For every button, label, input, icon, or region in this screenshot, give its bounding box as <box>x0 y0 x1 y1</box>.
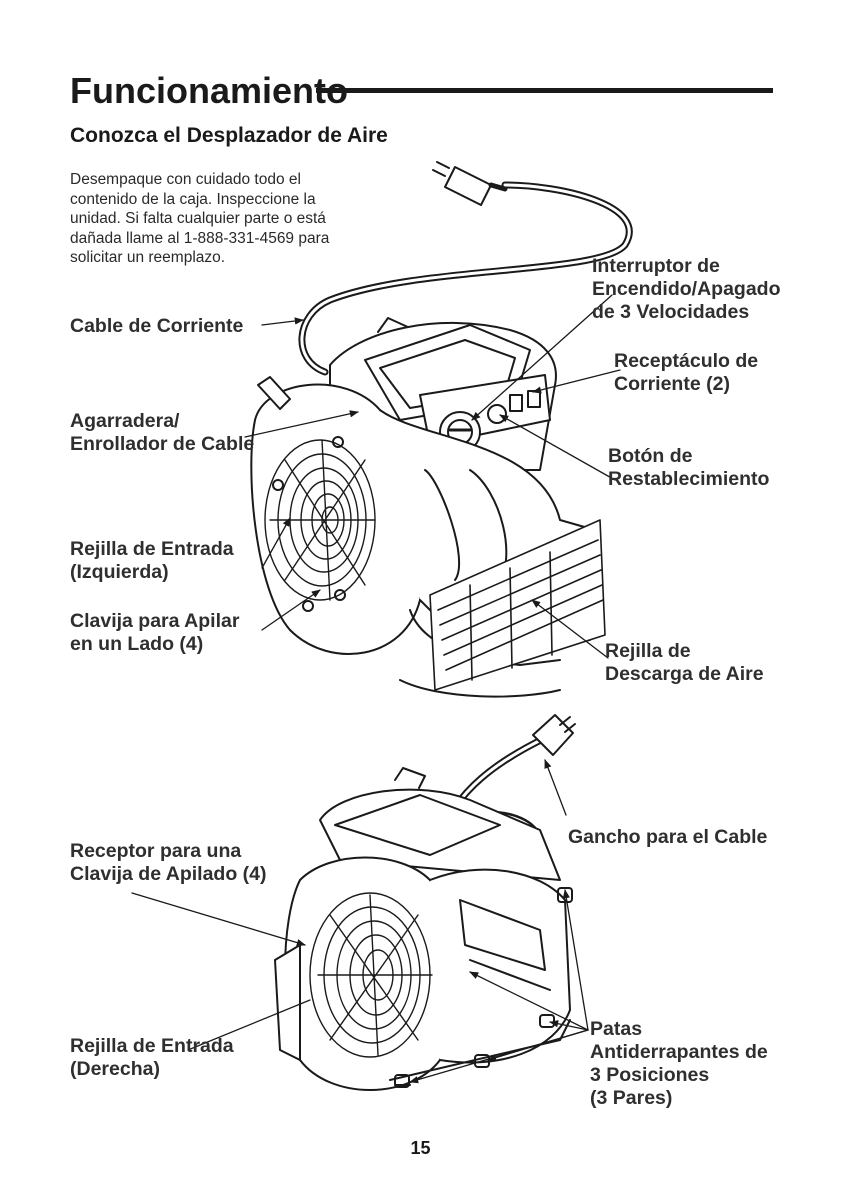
label-power-cord: Cable de Corriente <box>70 315 243 338</box>
label-line: Gancho para el Cable <box>568 826 768 848</box>
label-intake-grille-right: Rejilla de Entrada (Derecha) <box>70 1035 234 1081</box>
label-stack-receptor: Receptor para una Clavija de Apilado (4) <box>70 840 267 886</box>
label-line: Restablecimiento <box>608 468 770 490</box>
label-line: Descarga de Aire <box>605 663 764 685</box>
label-line: Interruptor de <box>592 255 720 277</box>
intake-grille-left <box>264 439 376 601</box>
label-line: 3 Posiciones <box>590 1064 710 1086</box>
label-anti-skid-feet: Patas Antiderrapantes de 3 Posiciones (3… <box>590 1018 768 1110</box>
page-title: Funcionamiento <box>70 70 348 111</box>
label-line: Antiderrapantes de <box>590 1041 768 1063</box>
intro-line: Desempaque con cuidado todo el <box>70 171 301 188</box>
intro-line: dañada llame al 1-888-331-4569 para <box>70 229 330 247</box>
label-line: (Izquierda) <box>70 561 169 583</box>
intro-line: solicitar un reemplazo. <box>70 249 226 266</box>
discharge-grille <box>429 519 606 691</box>
label-line: Encendido/Apagado <box>592 278 781 300</box>
label-line: Botón de <box>608 445 693 467</box>
label-line: Clavija de Apilado (4) <box>70 863 267 885</box>
callout-leaders-figure-1 <box>244 294 621 659</box>
label-power-switch: Interruptor de Encendido/Apagado de 3 Ve… <box>592 255 781 324</box>
title-rule <box>316 88 773 93</box>
label-line: Agarradera/ <box>70 410 180 432</box>
callout-leaders-figure-2 <box>131 759 589 1084</box>
label-line: Rejilla de Entrada <box>70 538 234 560</box>
label-line: Patas <box>590 1018 643 1040</box>
label-outlet: Receptáculo de Corriente (2) <box>614 350 758 396</box>
label-line: Cable de Corriente <box>70 315 244 337</box>
air-mover-rear-illustration <box>274 714 576 1091</box>
label-discharge-grille: Rejilla de Descarga de Aire <box>605 640 764 686</box>
intro-line: contenido de la caja. Inspeccione la <box>70 190 316 208</box>
label-line: en un Lado (4) <box>70 633 204 655</box>
label-handle-cord-wrap: Agarradera/ Enrollador de Cable <box>70 410 254 456</box>
intro-line: unidad. Si falta cualquier parte o está <box>70 210 326 227</box>
intake-grille-right <box>309 892 433 1058</box>
label-line: Enrollador de Cable <box>70 433 255 455</box>
air-mover-front-illustration <box>250 161 633 698</box>
power-cord-drawing <box>298 161 633 376</box>
label-line: Clavija para Apilar <box>70 610 240 632</box>
page-number: 15 <box>410 1138 431 1158</box>
label-reset-button: Botón de Restablecimiento <box>608 445 769 491</box>
label-stack-peg: Clavija para Apilar en un Lado (4) <box>70 610 239 656</box>
label-line: de 3 Velocidades <box>592 301 750 323</box>
label-line: (Derecha) <box>70 1058 160 1080</box>
label-line: Rejilla de Entrada <box>70 1035 234 1057</box>
label-intake-grille-left: Rejilla de Entrada (Izquierda) <box>70 538 234 584</box>
label-line: Receptor para una <box>70 840 242 862</box>
label-line: (3 Pares) <box>590 1087 673 1109</box>
label-cord-hook: Gancho para el Cable <box>568 826 767 849</box>
label-line: Corriente (2) <box>614 373 730 395</box>
label-line: Rejilla de <box>605 640 691 662</box>
section-subtitle: Conozca el Desplazador de Aire <box>70 124 388 147</box>
intro-paragraph: Desempaque con cuidado todo el contenido… <box>70 170 400 268</box>
label-line: Receptáculo de <box>614 350 759 372</box>
